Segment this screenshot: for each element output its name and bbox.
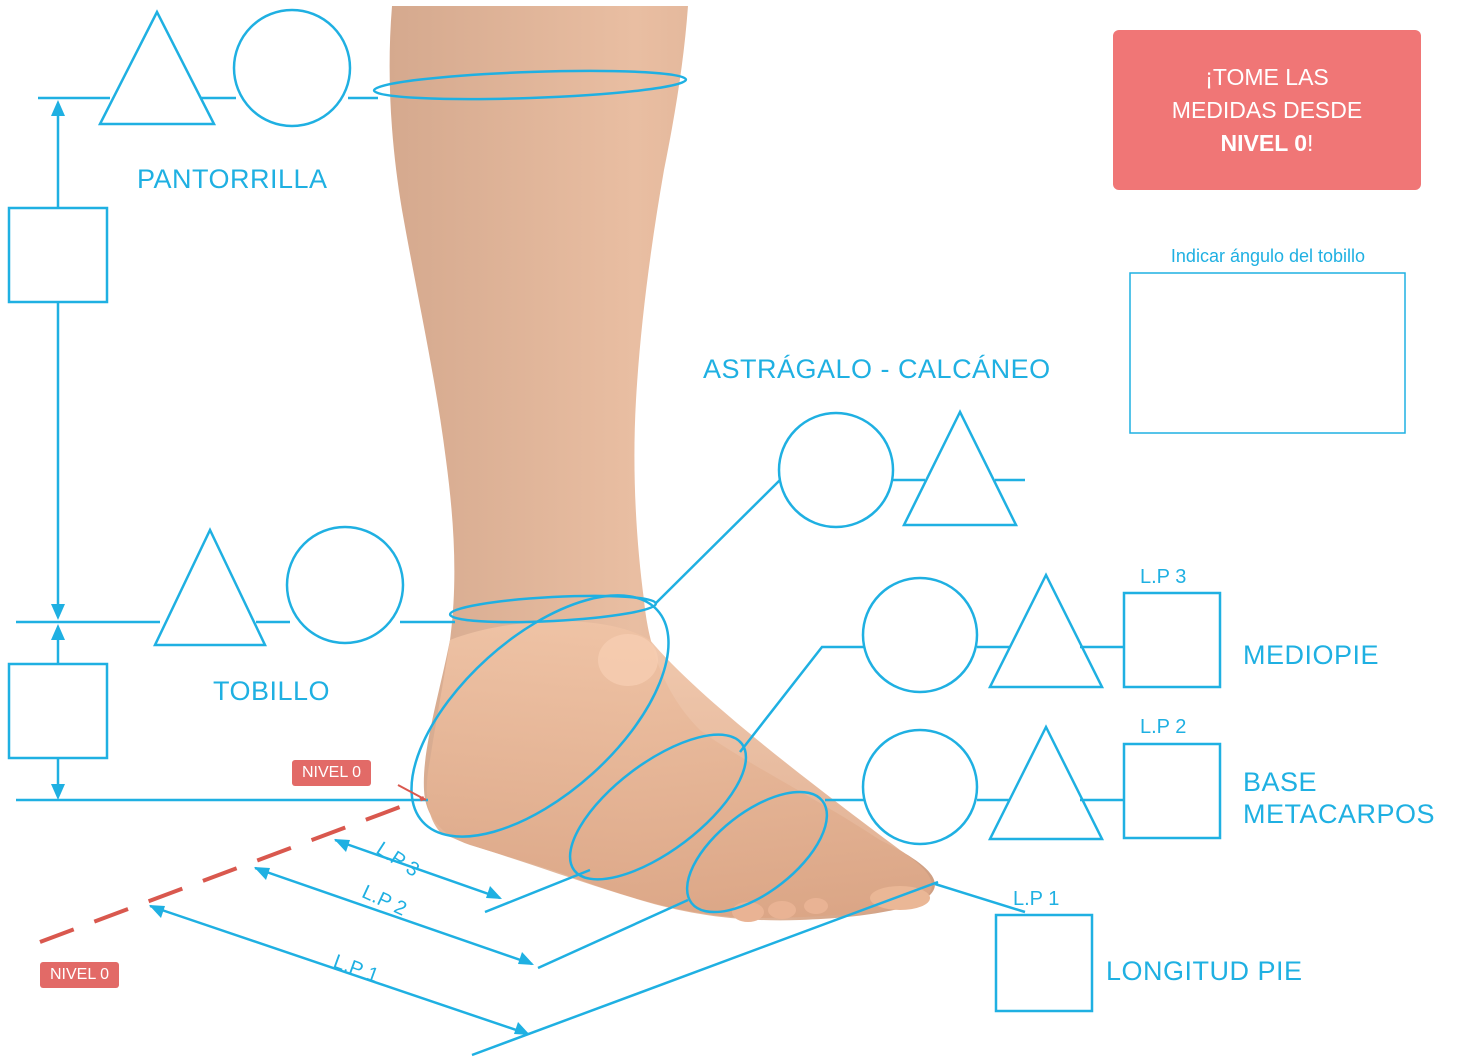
longitud-connector [935, 884, 1025, 912]
caption-lp1-box: L.P 1 [1013, 888, 1059, 911]
notice-box: ¡TOME LAS MEDIDAS DESDE NIVEL 0! [1113, 30, 1421, 190]
mediopie-lp3-box [1124, 593, 1220, 687]
arrow-lp1-start [149, 905, 165, 918]
astragalo-triangle [904, 412, 1016, 525]
lp3-extension [485, 870, 590, 912]
arrow-calf-down [51, 604, 65, 620]
arrow-lp2-start [254, 867, 270, 880]
label-pantorrilla: PANTORRILLA [137, 164, 328, 195]
pantorrilla-triangle [100, 12, 214, 124]
ankle-angle-label: Indicar ángulo del tobillo [1130, 246, 1406, 267]
arrow-calf-up [51, 100, 65, 116]
nivel0-ground-dashed [40, 798, 424, 942]
arrow-ankle-up [51, 624, 65, 640]
caption-lp2-box: L.P 2 [1140, 716, 1186, 739]
tobillo-triangle [155, 530, 265, 645]
mediopie-triangle [990, 575, 1102, 687]
ankle-angle-box [1130, 273, 1405, 433]
nivel0-badge-bottom: NIVEL 0 [40, 962, 119, 988]
lp2-extension [538, 900, 688, 968]
label-tobillo: TOBILLO [213, 676, 330, 707]
base-circle [863, 730, 977, 844]
pantorrilla-circle [234, 10, 350, 126]
astragalo-circle [779, 413, 893, 527]
notice-strong: NIVEL 0 [1221, 130, 1308, 156]
caption-lp3-box: L.P 3 [1140, 566, 1186, 589]
astragalo-connector-1 [655, 480, 780, 604]
arrow-ankle-down [51, 784, 65, 800]
base-triangle [990, 727, 1102, 839]
tobillo-circle [287, 527, 403, 643]
calf-height-box [9, 208, 107, 302]
label-astragalo-calcaneo: ASTRÁGALO - CALCÁNEO [703, 354, 1051, 385]
arrow-lp1-end [514, 1022, 530, 1035]
arrow-lp2-end [518, 952, 534, 965]
label-base-metacarpos: BASE METACARPOS [1243, 766, 1435, 830]
base-lp2-box [1124, 744, 1220, 838]
notice-line3: NIVEL 0! [1113, 127, 1421, 160]
mediopie-circle [863, 578, 977, 692]
arrow-lp3-end [486, 886, 502, 899]
label-base-line2: METACARPOS [1243, 798, 1435, 830]
mediopie-connector-1 [740, 647, 865, 752]
notice-line2: MEDIDAS DESDE [1113, 94, 1421, 127]
ankle-height-box [9, 664, 107, 758]
leg-illustration [390, 6, 935, 922]
notice-tail: ! [1307, 130, 1313, 156]
label-base-line1: BASE [1243, 766, 1435, 798]
arrow-lp3-start [334, 839, 350, 852]
label-longitud-pie: LONGITUD PIE [1106, 956, 1303, 987]
label-mediopie: MEDIOPIE [1243, 640, 1379, 671]
longitud-lp1-box [996, 915, 1092, 1011]
nivel0-badge-top: NIVEL 0 [292, 760, 371, 786]
notice-line1: ¡TOME LAS [1113, 61, 1421, 94]
